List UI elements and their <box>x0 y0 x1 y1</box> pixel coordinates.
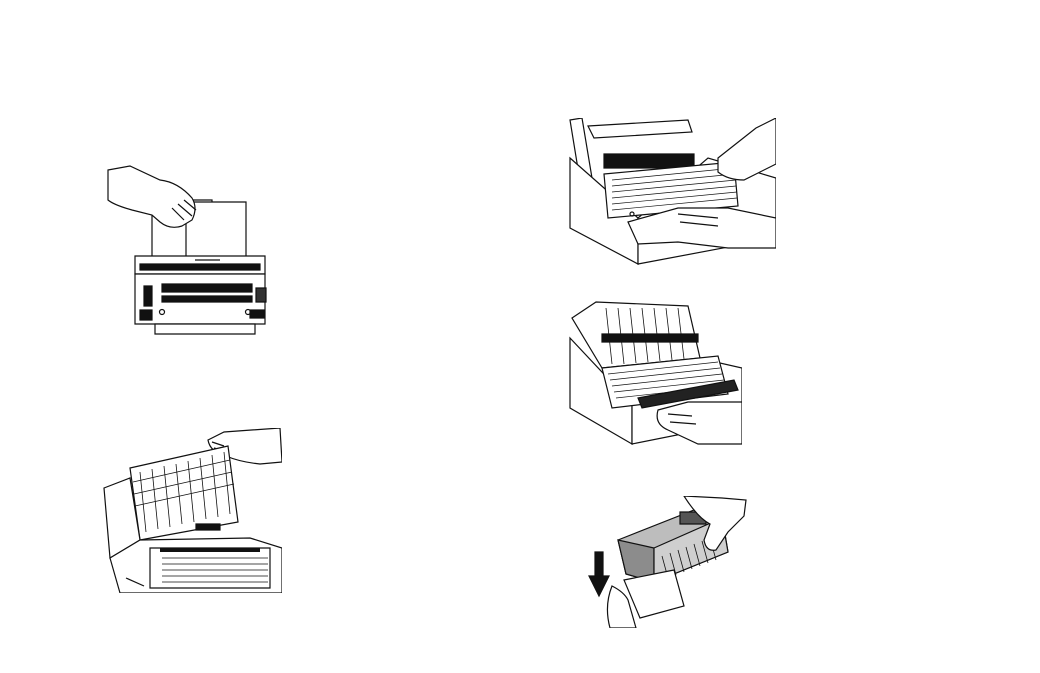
lifting-cover-illustration <box>100 428 282 593</box>
open-cover-icon <box>100 428 282 593</box>
printer-rear-icon <box>100 160 280 340</box>
tray-icon <box>568 118 776 268</box>
printer-open-illustration <box>568 298 742 450</box>
rollers-icon <box>568 298 742 450</box>
cartridge-handling-illustration <box>588 496 748 628</box>
rear-paper-feed-illustration <box>100 160 280 340</box>
paper-tray-pull-illustration <box>568 118 776 268</box>
cartridge-icon <box>588 496 748 628</box>
arrow-down-icon <box>589 552 609 596</box>
